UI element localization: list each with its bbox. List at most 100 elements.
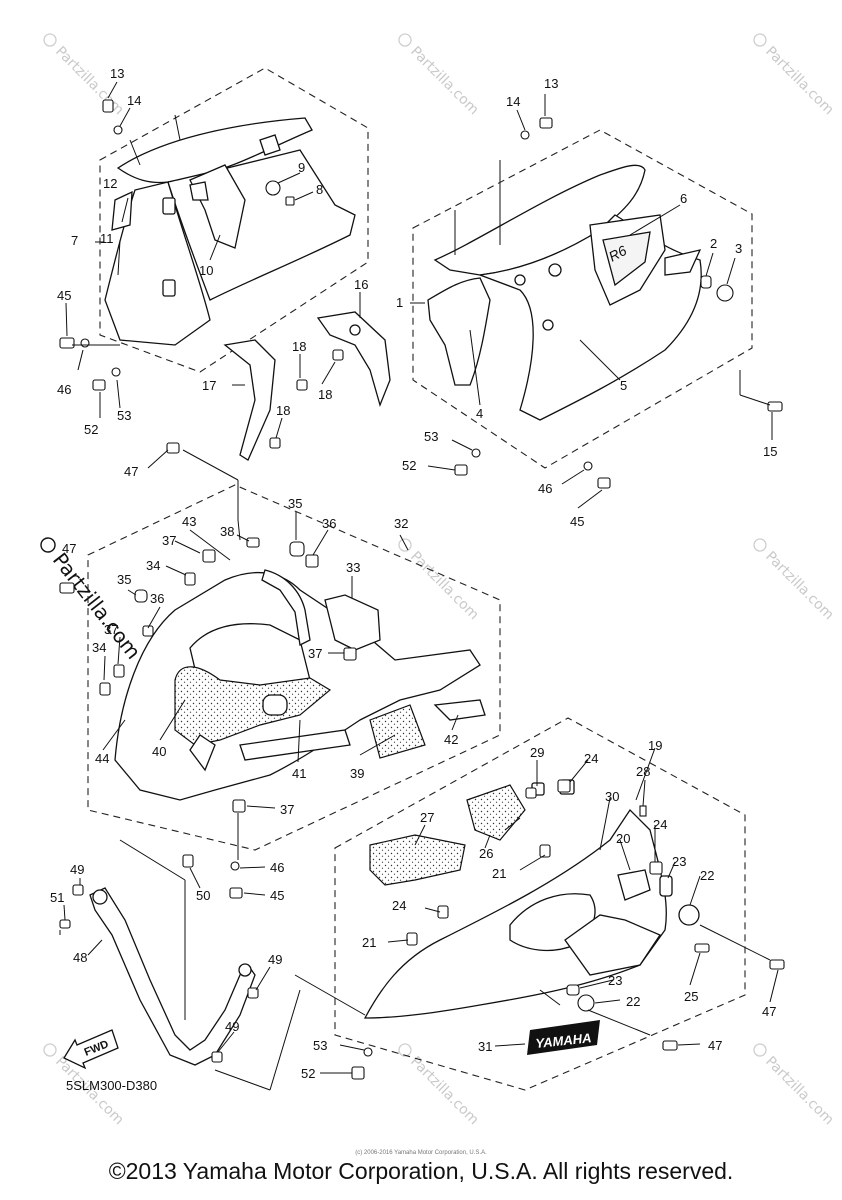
callout-52: 52 (84, 422, 98, 437)
callout-25: 25 (684, 989, 698, 1004)
callout-15: 15 (763, 444, 777, 459)
group-outline-left-cowl (99, 67, 369, 373)
svg-text:YAMAHA: YAMAHA (535, 1030, 592, 1051)
callout-53: 53 (313, 1038, 327, 1053)
callout-45: 45 (57, 288, 71, 303)
diagram-code: 5SLM300-D380 (66, 1078, 158, 1093)
callout-38: 38 (220, 524, 234, 539)
callout-49: 49 (225, 1019, 239, 1034)
callout-23: 23 (672, 854, 686, 869)
callout-39: 39 (350, 766, 364, 781)
svg-text:Partzilla.com: Partzilla.com (407, 549, 482, 624)
callout-37: 37 (104, 622, 118, 637)
callout-34: 34 (146, 558, 160, 573)
callout-7: 7 (71, 233, 78, 248)
callout-33: 33 (346, 560, 360, 575)
callout-14: 14 (506, 94, 520, 109)
leader-lines (59, 81, 779, 1091)
callout-11: 11 (100, 231, 114, 246)
callout-10: 10 (199, 263, 213, 278)
callout-37: 37 (280, 802, 294, 817)
copyright-notice: ©2013 Yamaha Motor Corporation, U.S.A. A… (108, 1158, 734, 1184)
lower-cowling (363, 779, 700, 1019)
callout-16: 16 (354, 277, 368, 292)
svg-text:Partzilla.com: Partzilla.com (762, 44, 837, 119)
callout-1: 1 (396, 295, 403, 310)
callout-46: 46 (538, 481, 552, 496)
svg-text:Partzilla.com: Partzilla.com (762, 549, 837, 624)
callout-22: 22 (626, 994, 640, 1009)
callout-49: 49 (70, 862, 84, 877)
callout-35: 35 (288, 496, 302, 511)
callout-22: 22 (700, 868, 714, 883)
callout-52: 52 (301, 1066, 315, 1081)
callout-14: 14 (127, 93, 141, 108)
callout-31: 31 (478, 1039, 492, 1054)
svg-text:Partzilla.com: Partzilla.com (762, 1054, 837, 1129)
callout-4: 4 (476, 406, 483, 421)
callout-47: 47 (762, 1004, 776, 1019)
callout-6: 6 (680, 191, 687, 206)
callout-36: 36 (322, 516, 336, 531)
callout-41: 41 (292, 766, 306, 781)
callout-30: 30 (605, 789, 619, 804)
callout-13: 13 (544, 76, 558, 91)
callout-3: 3 (735, 241, 742, 256)
under-cowling (114, 569, 486, 801)
callout-5: 5 (620, 378, 627, 393)
callout-labels: 13 14 13 14 9 8 12 7 11 10 6 2 3 1 5 4 1… (50, 66, 777, 1081)
callout-20: 20 (616, 831, 630, 846)
callout-26: 26 (479, 846, 493, 861)
callout-48: 48 (73, 950, 87, 965)
callout-44: 44 (95, 751, 109, 766)
callout-13: 13 (110, 66, 124, 81)
callout-24: 24 (392, 898, 406, 913)
small-copyright: (c) 2006-2016 Yamaha Motor Corporation, … (355, 1150, 487, 1156)
right-side-cowling: R6 (427, 164, 702, 421)
callout-49: 49 (268, 952, 282, 967)
forward-arrow: FWD (63, 1029, 119, 1070)
svg-text:Partzilla.com: Partzilla.com (407, 44, 482, 119)
callout-21: 21 (362, 935, 376, 950)
callout-8: 8 (316, 182, 323, 197)
callout-45: 45 (570, 514, 584, 529)
callout-29: 29 (530, 745, 544, 760)
callout-47: 47 (708, 1038, 722, 1053)
callout-28: 28 (636, 764, 650, 779)
callout-51: 51 (50, 890, 64, 905)
brackets-center (223, 311, 391, 461)
callout-43: 43 (182, 514, 196, 529)
callout-24: 24 (653, 817, 667, 832)
callout-35: 35 (117, 572, 131, 587)
callout-18: 18 (276, 403, 290, 418)
callout-27: 27 (420, 810, 434, 825)
callout-42: 42 (444, 732, 458, 747)
svg-text:R6: R6 (606, 242, 630, 265)
callout-34: 34 (92, 640, 106, 655)
callout-9: 9 (298, 160, 305, 175)
callout-37: 37 (162, 533, 176, 548)
callout-23: 23 (608, 973, 622, 988)
callout-47: 47 (124, 464, 138, 479)
callout-12: 12 (103, 176, 117, 191)
callout-53: 53 (117, 408, 131, 423)
group-outline-under-cowl (87, 484, 501, 851)
callout-46: 46 (57, 382, 71, 397)
callout-52: 52 (402, 458, 416, 473)
callout-53: 53 (424, 429, 438, 444)
callout-37: 37 (308, 646, 322, 661)
watermark-dark: Partzilla.com (40, 537, 146, 664)
callout-40: 40 (152, 744, 166, 759)
lower-stay (89, 887, 256, 1066)
yamaha-emblem: YAMAHA (527, 1020, 600, 1055)
group-outline-right-cowl (412, 129, 753, 469)
callout-24: 24 (584, 751, 598, 766)
callout-32: 32 (394, 516, 408, 531)
callout-36: 36 (150, 591, 164, 606)
callout-47: 47 (62, 541, 76, 556)
callout-17: 17 (202, 378, 216, 393)
callout-18: 18 (318, 387, 332, 402)
group-outline-lower-cowl (334, 717, 746, 1091)
svg-text:Partzilla.com: Partzilla.com (407, 1054, 482, 1129)
